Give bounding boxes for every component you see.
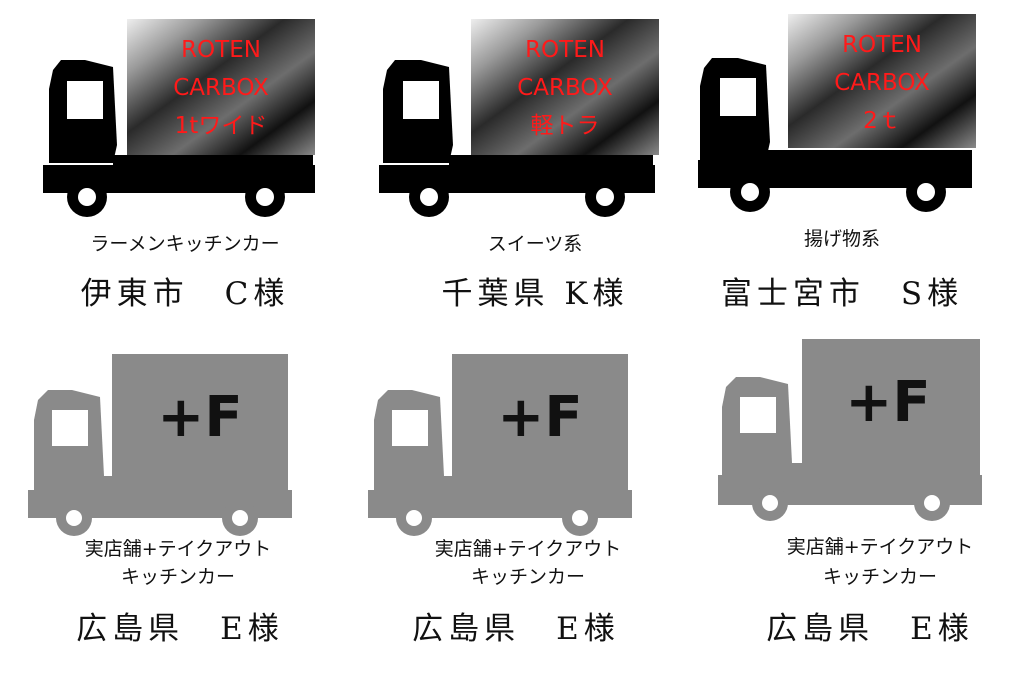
category-label: キッチンカー (120, 566, 235, 588)
client-name: 広島県 E様 (76, 611, 284, 647)
box-label-line: 2ｔ (863, 108, 901, 134)
box-label: +F (497, 385, 582, 450)
client-name: 伊東市 C様 (80, 276, 290, 312)
cab-window (740, 397, 776, 433)
box-label-line: 軽トラ (531, 113, 600, 139)
truck-card-3: ROTEN CARBOX 2ｔ 揚げ物系 富士宮市 S様 (690, 10, 1010, 340)
box-label-line: ROTEN (842, 32, 922, 58)
box-label-line: ROTEN (181, 37, 261, 63)
truck-icon: +F (368, 354, 632, 536)
truck-bed (440, 476, 628, 490)
truck-icon: +F (718, 339, 982, 521)
truck-card-1: ROTEN CARBOX 1tワイド ラーメンキッチンカー 伊東市 C様 (25, 15, 345, 345)
category-label: ラーメンキッチンカー (90, 233, 280, 255)
category-label: スイーツ系 (487, 233, 583, 255)
truck-card-6: +F 実店舗+テイクアウト キッチンカー 広島県 E様 (712, 335, 1024, 665)
cab-window (52, 410, 88, 446)
client-name: 富士宮市 S様 (720, 276, 964, 312)
category-label: キッチンカー (822, 566, 937, 588)
cargo-box (471, 19, 659, 155)
client-name: 広島県 E様 (766, 611, 974, 647)
category-label: 実店舗+テイクアウト (434, 538, 622, 560)
truck-icon: ROTEN CARBOX 軽トラ (379, 19, 659, 217)
truck-card-5: +F 実店舗+テイクアウト キッチンカー 広島県 E様 (360, 350, 680, 680)
box-label: +F (845, 370, 930, 435)
cargo-box (127, 19, 315, 155)
box-label-line: ROTEN (525, 37, 605, 63)
cargo-box (452, 354, 628, 476)
box-label: +F (157, 385, 242, 450)
truck-bed (100, 476, 288, 490)
cargo-box (788, 14, 976, 148)
truck-card-2: ROTEN CARBOX 軽トラ スイーツ系 千葉県 K様 (365, 15, 685, 345)
cab-window (392, 410, 428, 446)
category-label: 実店舗+テイクアウト (786, 536, 974, 558)
box-label-line: CARBOX (834, 70, 930, 96)
box-label-line: CARBOX (173, 75, 269, 101)
cargo-box (112, 354, 288, 476)
truck-icon: ROTEN CARBOX 1tワイド (43, 19, 315, 217)
truck-icon: ROTEN CARBOX 2ｔ (698, 14, 976, 212)
truck-card-4: +F 実店舗+テイクアウト キッチンカー 広島県 E様 (20, 350, 340, 680)
cargo-box (802, 339, 980, 463)
truck-bed (788, 463, 980, 477)
truck-icon: +F (28, 354, 292, 536)
category-label: キッチンカー (470, 566, 585, 588)
box-label-line: CARBOX (517, 75, 613, 101)
category-label: 実店舗+テイクアウト (84, 538, 272, 560)
cab-window (403, 81, 439, 119)
client-name: 広島県 E様 (412, 611, 620, 647)
cab-window (67, 81, 103, 119)
box-label-line: 1tワイド (175, 113, 268, 139)
cab-window (720, 78, 756, 116)
category-label: 揚げ物系 (803, 228, 880, 250)
client-name: 千葉県 K様 (441, 276, 629, 312)
